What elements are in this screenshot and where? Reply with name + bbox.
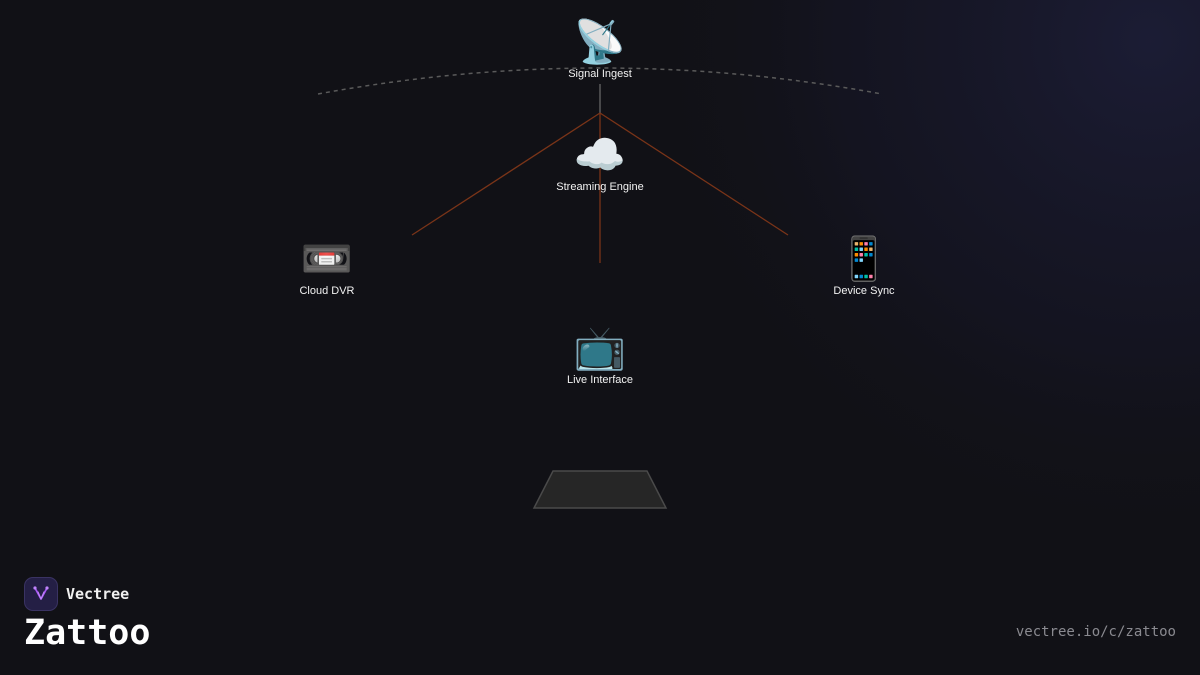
node-label: Live Interface: [566, 374, 634, 386]
node-signal-ingest[interactable]: 📡 Signal Ingest: [520, 18, 680, 80]
brand-name: Vectree: [66, 585, 130, 603]
television-icon: 📺: [573, 324, 627, 371]
node-label: Cloud DVR: [299, 285, 355, 297]
base-platform: [532, 470, 668, 509]
edge-engine-to-dvr: [411, 112, 601, 236]
page-title: Zattoo: [24, 613, 151, 653]
satellite-dish-icon: 📡: [573, 18, 627, 65]
node-label: Device Sync: [833, 285, 895, 297]
node-streaming-engine[interactable]: ☁️ Streaming Engine: [520, 131, 680, 193]
edge-engine-to-sync: [599, 112, 789, 236]
videocassette-icon: 📼: [300, 235, 354, 282]
node-device-sync[interactable]: 📱 Device Sync: [784, 235, 944, 297]
vectree-logo-icon: [24, 577, 58, 611]
source-url[interactable]: vectree.io/c/zattoo: [1015, 624, 1176, 640]
node-live-interface[interactable]: 📺 Live Interface: [520, 324, 680, 386]
node-label: Streaming Engine: [556, 181, 644, 193]
mobile-phone-icon: 📱: [837, 235, 891, 282]
orbit-arc: [317, 67, 883, 95]
node-cloud-dvr[interactable]: 📼 Cloud DVR: [247, 235, 407, 297]
brand: Vectree: [24, 577, 129, 611]
cloud-icon: ☁️: [573, 131, 627, 178]
node-label: Signal Ingest: [568, 68, 632, 80]
